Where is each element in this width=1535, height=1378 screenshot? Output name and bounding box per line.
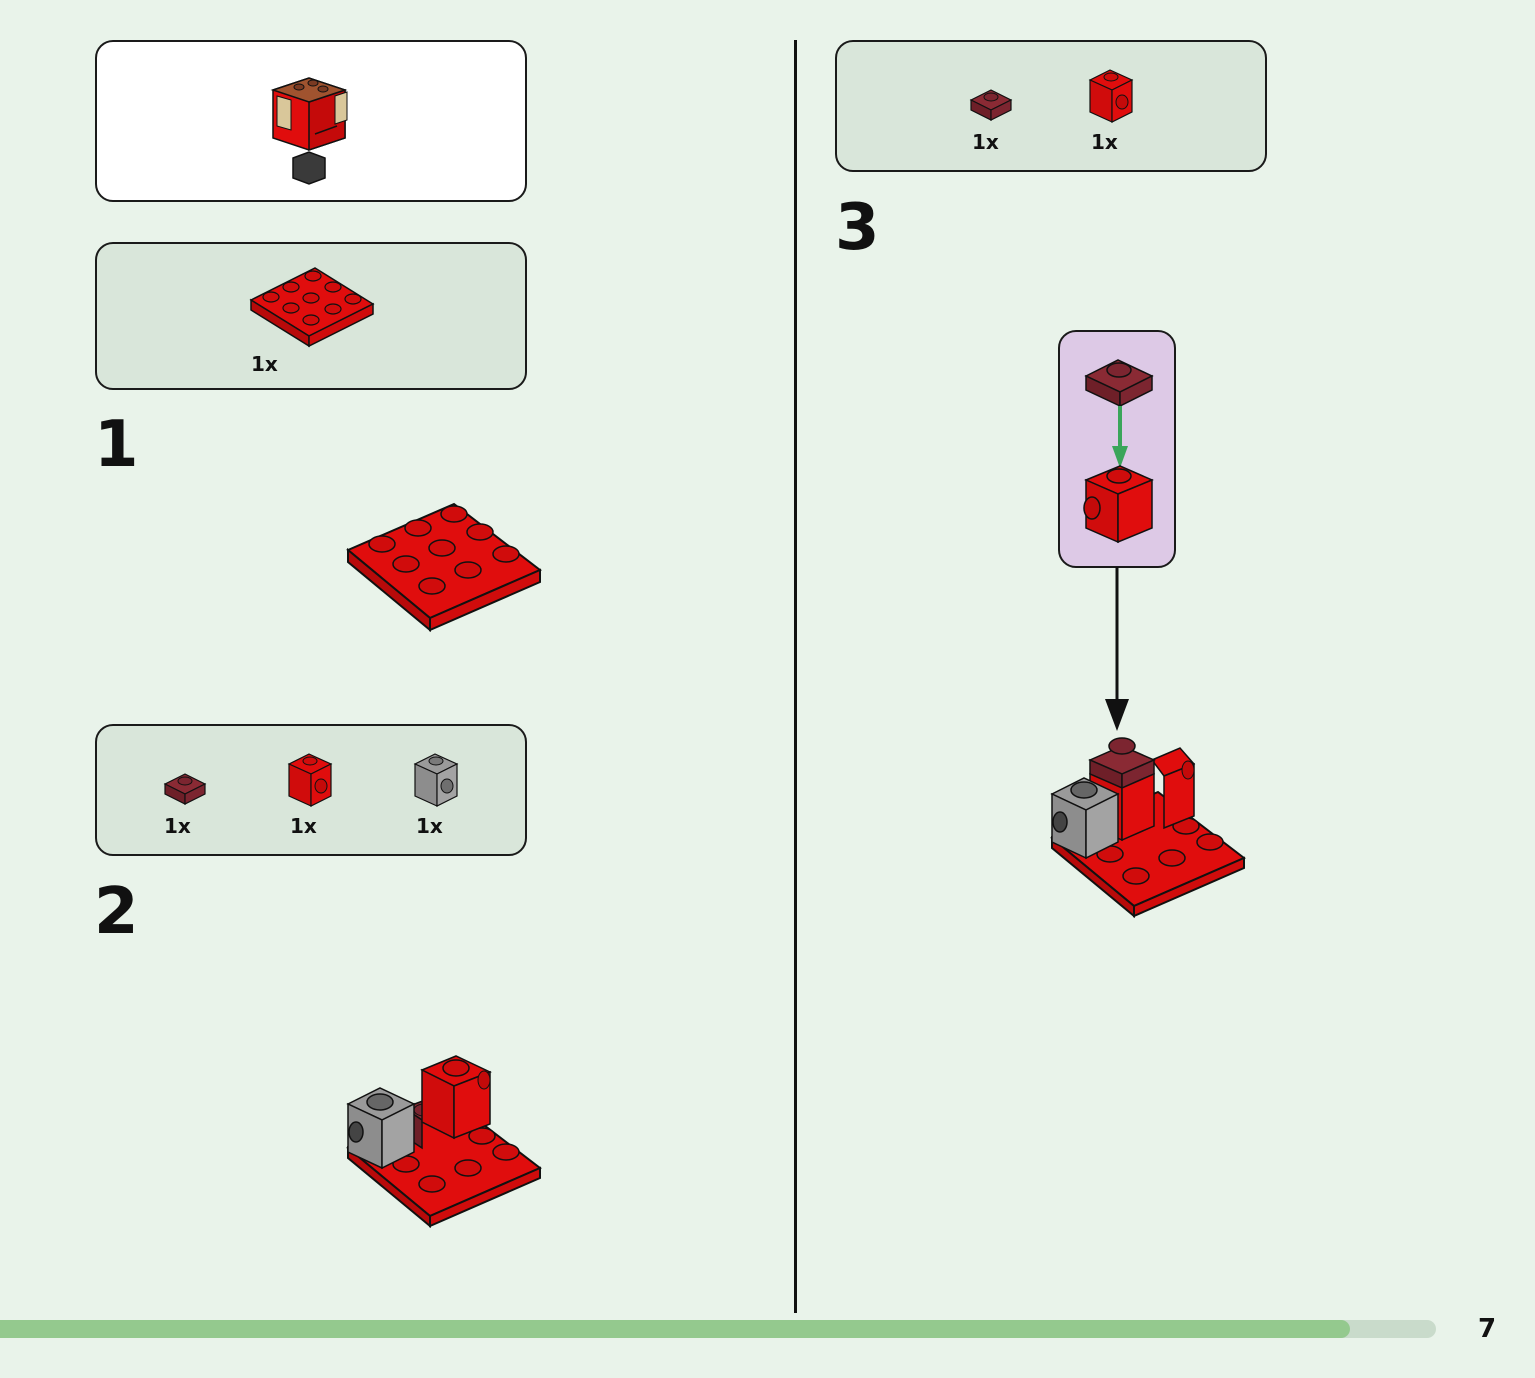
dark-red-plate-1x1-icon [1084, 359, 1154, 408]
subassembly-callout [1058, 330, 1176, 568]
part-quantity: 1x [1091, 130, 1118, 154]
progress-bar [0, 1320, 1436, 1338]
red-plate-3x3-icon [249, 267, 375, 348]
progress-bar-fill [0, 1320, 1350, 1338]
step1-parts-box: 1x [95, 242, 527, 390]
step1-assembly-image [346, 502, 542, 633]
figure-model-icon [270, 77, 348, 185]
part-quantity: 1x [972, 130, 999, 154]
green-arrow-icon [1112, 406, 1128, 468]
step-number: 2 [94, 875, 139, 949]
red-brick-1x1-side-stud-icon [1088, 69, 1134, 123]
part-quantity: 1x [290, 814, 317, 838]
grey-brick-1x1-side-stud-icon [413, 753, 459, 807]
black-arrow-icon [1105, 567, 1129, 731]
part-quantity: 1x [164, 814, 191, 838]
step2-assembly-image [346, 1055, 542, 1229]
part-quantity: 1x [251, 352, 278, 376]
step-number: 3 [835, 191, 880, 265]
red-brick-1x1-side-stud-icon [287, 753, 333, 807]
model-preview-box [95, 40, 527, 202]
step-number: 1 [94, 408, 139, 482]
step3-parts-box: 1x 1x [835, 40, 1267, 172]
part-quantity: 1x [416, 814, 443, 838]
page-divider [794, 40, 797, 1313]
red-brick-1x1-side-stud-icon [1083, 465, 1154, 544]
step2-parts-box: 1x 1x 1x [95, 724, 527, 856]
dark-red-plate-1x1-icon [969, 89, 1013, 121]
page-number: 7 [1478, 1314, 1497, 1344]
step3-assembly-image [1050, 737, 1246, 919]
dark-red-plate-1x1-icon [163, 773, 207, 805]
